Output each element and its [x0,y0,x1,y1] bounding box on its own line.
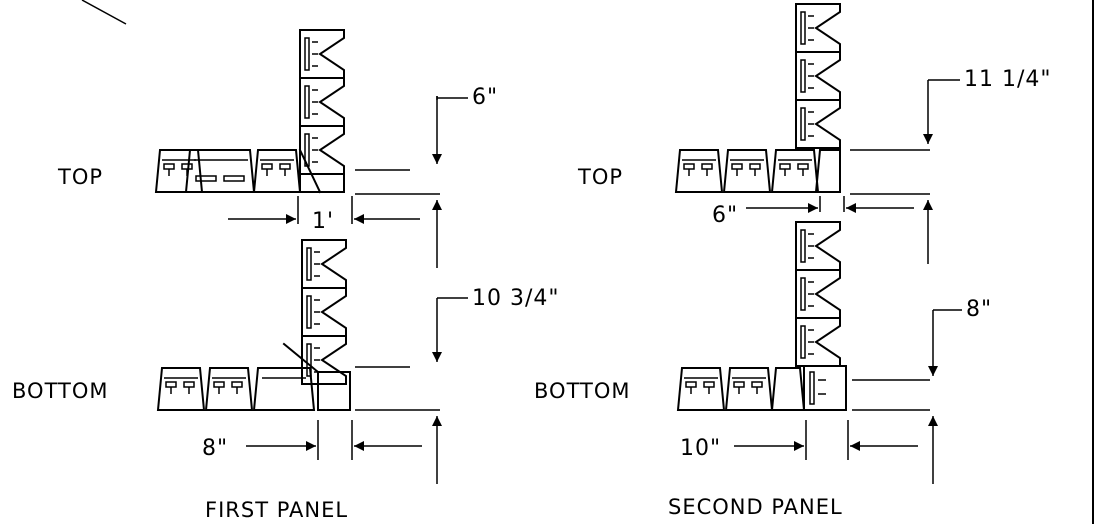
second-panel: TOP 11 1/4" 6" BOTTOM [534,3,1052,519]
first-panel: TOP 6" 1' BOTTOM [12,29,560,522]
dim-bottom-horizontal: 8" [202,436,228,461]
bottom-assembly [157,239,351,411]
dim-top-horizontal: 1' [312,209,334,234]
dim-top-vertical: 6" [472,85,498,110]
dim-bottom-vertical: 10 3/4" [472,286,560,311]
dim-top-horizontal: 6" [712,203,738,228]
row-label-bottom: BOTTOM [12,379,109,403]
dim-bottom-horizontal: 10" [680,436,721,461]
panel-caption: SECOND PANEL [668,495,843,519]
top-assembly [155,29,345,194]
dim-bottom-vertical: 8" [966,297,992,322]
row-label-bottom: BOTTOM [534,379,631,403]
row-label-top: TOP [577,165,623,189]
row-label-top: TOP [57,165,103,189]
bottom-assembly [677,221,847,411]
panel-caption: FIRST PANEL [205,498,348,522]
top-assembly [675,3,841,193]
leader-stub [81,0,127,25]
dim-top-vertical: 11 1/4" [964,67,1052,92]
